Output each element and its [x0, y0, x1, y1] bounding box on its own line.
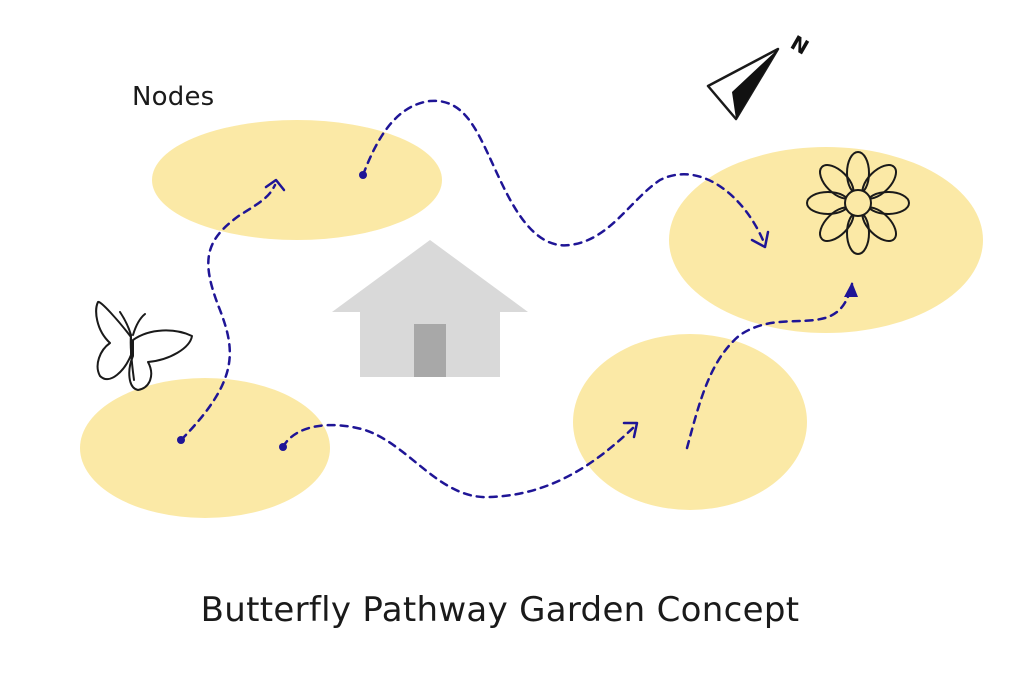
house-door: [414, 324, 446, 377]
diagram-title: Butterfly Pathway Garden Concept: [200, 590, 800, 630]
flower-icon: [806, 151, 910, 255]
north-arrow-icon: N: [706, 30, 814, 121]
pathway-bottom-right-to-top-right: [685, 282, 854, 450]
north-label: N: [787, 30, 814, 59]
pathway-arrowhead: [264, 178, 286, 192]
pathway-arrowhead: [750, 230, 770, 249]
node-bottom-right: [573, 334, 807, 510]
pathway-bottom-left-to-bottom-right: [281, 423, 638, 499]
pathway-arrowhead: [622, 421, 639, 439]
pathway-start-dot: [359, 171, 367, 179]
house-icon: [332, 240, 528, 377]
pathway-bottom-left-to-top-left: [179, 183, 277, 442]
pathway-start-dot: [177, 436, 185, 444]
pathway-top-left-to-top-right: [361, 99, 767, 247]
pathway-arrowhead: [844, 282, 858, 297]
butterfly-icon: [95, 300, 193, 391]
node-top-left: [152, 120, 442, 240]
node-bottom-left: [80, 378, 330, 518]
pathway-start-dot: [279, 443, 287, 451]
nodes-label: Nodes: [132, 82, 215, 112]
